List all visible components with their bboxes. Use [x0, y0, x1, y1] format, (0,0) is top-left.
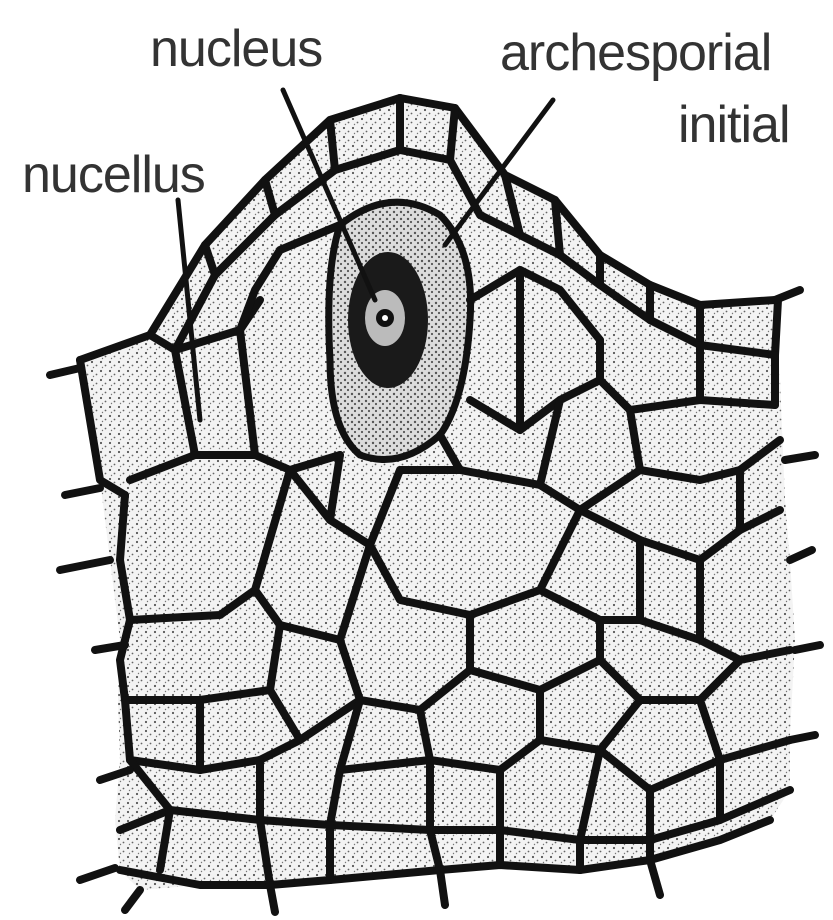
label-nucellus: nucellus — [22, 146, 205, 204]
label-nucleus: nucleus — [150, 20, 322, 78]
nucleus-icon — [348, 252, 428, 388]
label-archesporial: archesporial — [500, 24, 771, 82]
label-initial: initial — [678, 96, 790, 154]
